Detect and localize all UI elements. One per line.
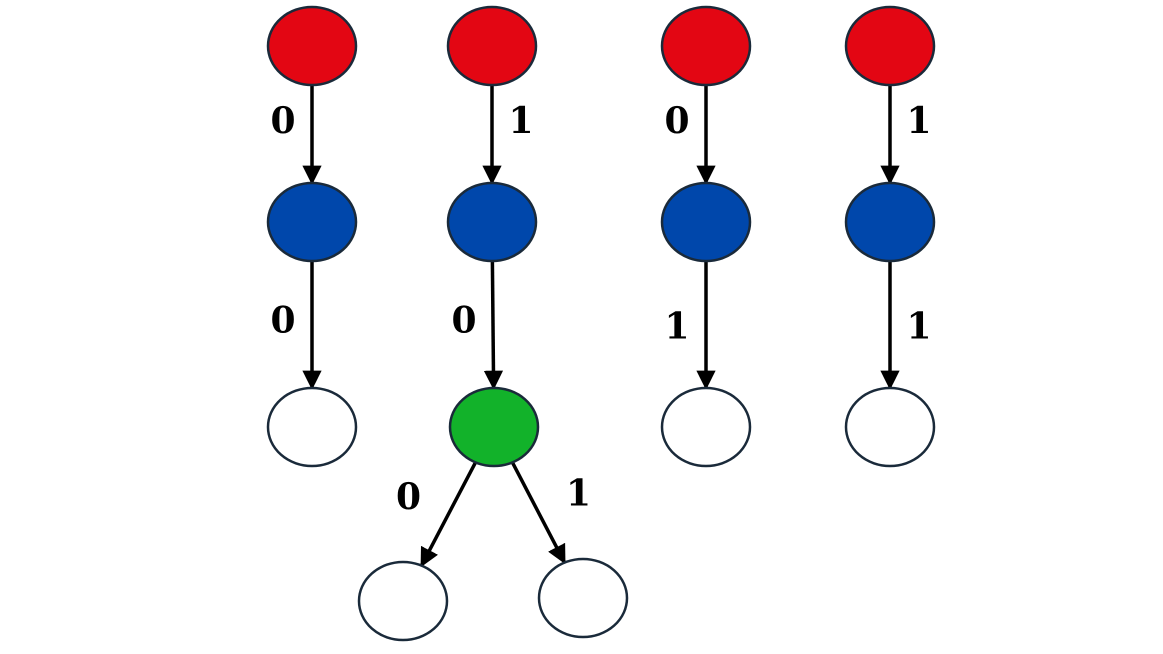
edge-arrow-t2-mid-to-t2-branch	[483, 260, 504, 390]
node-t2-leaf-right-empty	[537, 557, 629, 639]
node-t2-leaf-left-empty	[357, 560, 449, 642]
node-t2-branch-green	[448, 386, 540, 468]
edge-label-t3-root-to-t3-mid: 0	[664, 100, 689, 142]
edge-label-t2-mid-to-t2-branch: 0	[451, 300, 476, 342]
edge-label-t2-branch-to-t2-leaf-left: 0	[396, 476, 421, 518]
node-t3-leaf-empty	[660, 386, 752, 468]
node-t3-root-red	[660, 5, 752, 87]
edge-arrow-t2-branch-to-t2-leaf-right	[510, 461, 567, 565]
node-t1-root-red	[266, 5, 358, 87]
edge-label-t3-mid-to-t3-leaf: 1	[664, 306, 689, 348]
edge-label-t1-mid-to-t1-leaf: 0	[270, 300, 295, 342]
node-t2-root-red	[446, 5, 538, 87]
node-t3-mid-blue	[660, 181, 752, 263]
edge-label-t1-root-to-t1-mid: 0	[270, 100, 295, 142]
edge-layer	[302, 85, 900, 568]
edge-arrow-t2-branch-to-t2-leaf-left	[419, 461, 478, 568]
node-t4-mid-blue	[844, 181, 936, 263]
label-layer: 0 0 1 0 0 1 0 1 1 1	[270, 100, 931, 518]
edge-label-t4-root-to-t4-mid: 1	[906, 100, 931, 142]
edge-label-t4-mid-to-t4-leaf: 1	[906, 306, 931, 348]
node-t4-leaf-empty	[844, 386, 936, 468]
node-t1-leaf-empty	[266, 386, 358, 468]
node-t4-root-red	[844, 5, 936, 87]
node-t1-mid-blue	[266, 181, 358, 263]
node-t2-mid-blue	[446, 181, 538, 263]
edge-label-t2-root-to-t2-mid: 1	[508, 100, 533, 142]
node-layer	[266, 5, 936, 642]
edge-label-t2-branch-to-t2-leaf-right: 1	[566, 473, 591, 515]
